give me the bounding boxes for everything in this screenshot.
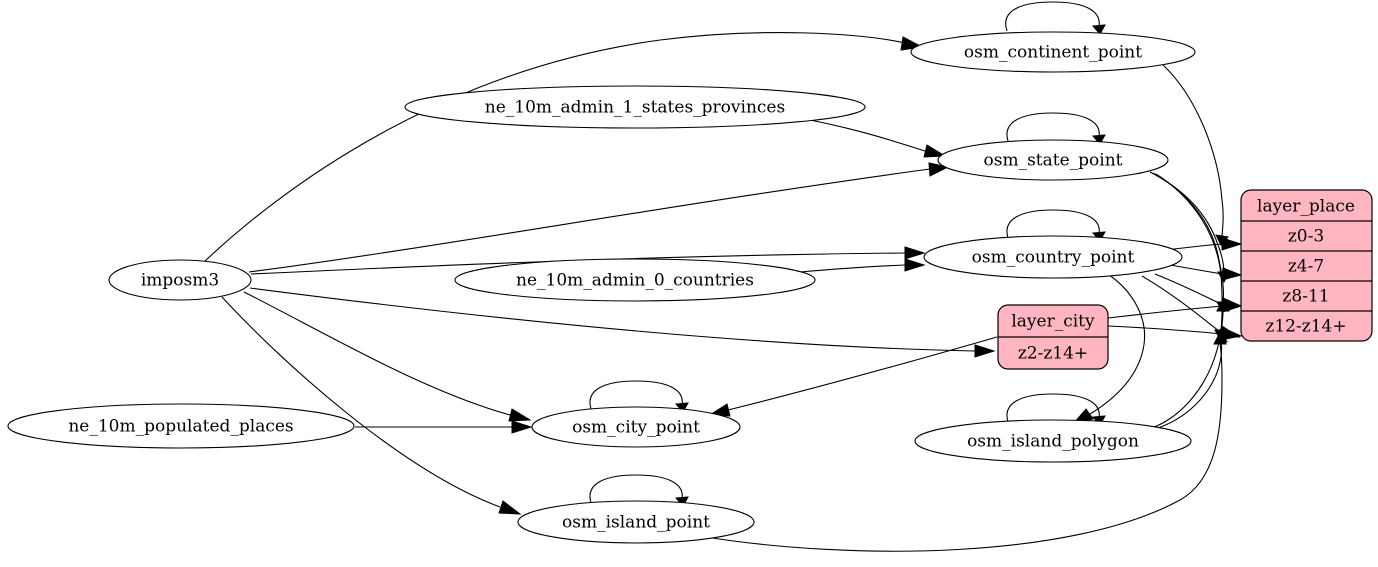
node-ne-10m-populated-places[interactable]: ne_10m_populated_places: [7, 403, 355, 449]
node-osm-island-polygon[interactable]: osm_island_polygon: [914, 419, 1192, 463]
node-label-osm-country-point: osm_country_point: [972, 248, 1135, 268]
layer-place-row-z12-z14: z12-z14+: [1265, 317, 1346, 337]
edge-imposm3-to-osm-state-point: [248, 162, 950, 273]
layer-city-row-z2-z14: z2-z14+: [1018, 344, 1088, 364]
edge-imposm3-to-layer-city: [249, 287, 996, 358]
edge-osm-island-point-to-layer-place-z12-z14: [705, 331, 1227, 552]
edge-osm-island-polygon-to-layer-place-z12-z14: [1154, 329, 1228, 430]
edge-osm-island-polygon-to-layer-place-z8-11: [1151, 298, 1230, 429]
layer-place-row-z0-3: z0-3: [1288, 227, 1324, 247]
edge-ne-states-to-osm-state-point: [809, 119, 947, 158]
layer-place-title: layer_place: [1257, 197, 1355, 217]
node-label-ne-10m-admin-0-countries: ne_10m_admin_0_countries: [516, 271, 754, 291]
edge-ne-populated-to-osm-city-point: [355, 420, 533, 434]
edge-self-loop-osm-city-point: [589, 380, 689, 413]
edge-self-loop-osm-continent-point: [1005, 1, 1106, 35]
node-label-osm-city-point: osm_city_point: [572, 418, 700, 438]
edge-ne-countries-to-osm-country-point: [799, 258, 926, 273]
layer-place-row-z4-7: z4-7: [1288, 257, 1324, 277]
edge-layer-city-to-osm-city-point: [708, 336, 998, 417]
node-ne-10m-admin-1-states-provinces[interactable]: ne_10m_admin_1_states_provinces: [404, 85, 866, 129]
node-imposm3[interactable]: imposm3: [108, 259, 252, 301]
node-label-ne-10m-admin-1-states-provinces: ne_10m_admin_1_states_provinces: [485, 98, 785, 118]
layer-place-row-z8-11: z8-11: [1282, 287, 1329, 307]
node-osm-country-point[interactable]: osm_country_point: [923, 235, 1183, 279]
edge-self-loop-osm-state-point: [1006, 112, 1106, 145]
edge-imposm3-to-osm-island-point: [221, 296, 522, 515]
edge-osm-country-point-to-layer-place-z4-7: [1169, 264, 1243, 281]
edge-imposm3-to-osm-continent-point: [203, 32, 924, 263]
node-label-osm-island-point: osm_island_point: [562, 513, 710, 533]
node-label-ne-10m-populated-places: ne_10m_populated_places: [68, 417, 293, 437]
layer-node-layer-place[interactable]: layer_place z0-3 z4-7 z8-11 z12-z14+: [1240, 189, 1373, 342]
edge-osm-continent-point-to-layer-place-z0-3: [1162, 64, 1229, 246]
node-label-imposm3: imposm3: [141, 271, 219, 291]
node-osm-continent-point[interactable]: osm_continent_point: [910, 31, 1196, 73]
edge-imposm3-to-osm-city-point: [243, 291, 532, 422]
node-osm-state-point[interactable]: osm_state_point: [937, 139, 1169, 181]
node-label-osm-island-polygon: osm_island_polygon: [967, 432, 1139, 452]
node-osm-island-point[interactable]: osm_island_point: [517, 500, 755, 544]
layer-city-title: layer_city: [1011, 312, 1095, 332]
node-ne-10m-admin-0-countries[interactable]: ne_10m_admin_0_countries: [454, 258, 816, 302]
node-label-osm-state-point: osm_state_point: [984, 151, 1123, 171]
edge-osm-country-point-to-layer-place-z0-3: [1164, 237, 1243, 251]
node-label-osm-continent-point: osm_continent_point: [964, 43, 1142, 63]
node-osm-city-point[interactable]: osm_city_point: [531, 406, 741, 448]
node-layer: osm_continent_point ne_10m_admin_1_state…: [7, 31, 1196, 544]
layer-node-layer-city[interactable]: layer_city z2-z14+: [997, 304, 1109, 370]
